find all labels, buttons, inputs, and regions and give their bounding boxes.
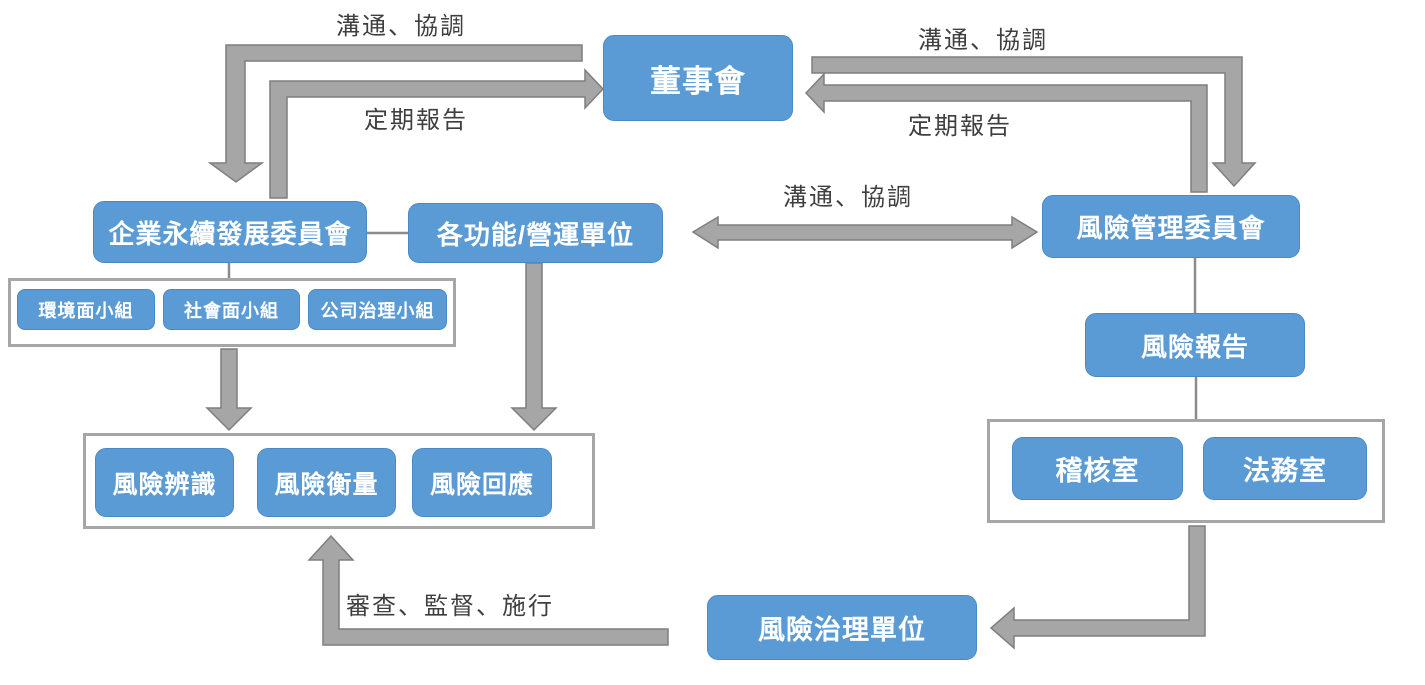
node-functional-units: 各功能/營運單位 (408, 203, 663, 263)
arrow-communication-board-to-sustainability (207, 44, 583, 183)
label-communication-right: 溝通、協調 (918, 27, 1048, 54)
node-risk-report: 風險報告 (1085, 313, 1305, 377)
node-risk-governance-unit: 風險治理單位 (707, 595, 977, 660)
arrow-offices-to-governance-unit (989, 525, 1206, 650)
node-environment-team: 環境面小組 (17, 289, 155, 330)
label-communication-middle: 溝通、協調 (783, 184, 913, 211)
label-periodic-report-left: 定期報告 (364, 107, 468, 134)
arrow-teams-to-process (205, 348, 253, 432)
label-periodic-report-right: 定期報告 (908, 113, 1012, 140)
arrow-units-to-process (510, 262, 558, 432)
node-risk-measurement: 風險衡量 (257, 448, 396, 517)
node-risk-identification: 風險辨識 (95, 448, 234, 517)
arrow-report-risk-committee-to-board (804, 72, 1208, 193)
arrow-communication-board-to-risk-committee (811, 56, 1257, 188)
node-corporate-governance-team: 公司治理小組 (308, 289, 447, 330)
node-sustainability-committee: 企業永續發展委員會 (93, 201, 367, 263)
node-social-team: 社會面小組 (163, 289, 300, 330)
node-board-of-directors: 董事會 (603, 35, 793, 121)
arrow-report-sustainability-to-board (269, 68, 605, 199)
label-communication-left: 溝通、協調 (336, 13, 466, 40)
label-review-supervise-implement: 審查、監督、施行 (346, 593, 554, 620)
node-legal-office: 法務室 (1203, 437, 1367, 500)
node-audit-office: 稽核室 (1012, 437, 1183, 500)
node-risk-response: 風險回應 (412, 448, 552, 517)
arrow-governance-unit-to-process (307, 534, 669, 646)
arrow-communication-units-risk-committee (691, 215, 1039, 250)
node-risk-management-committee: 風險管理委員會 (1042, 195, 1300, 258)
